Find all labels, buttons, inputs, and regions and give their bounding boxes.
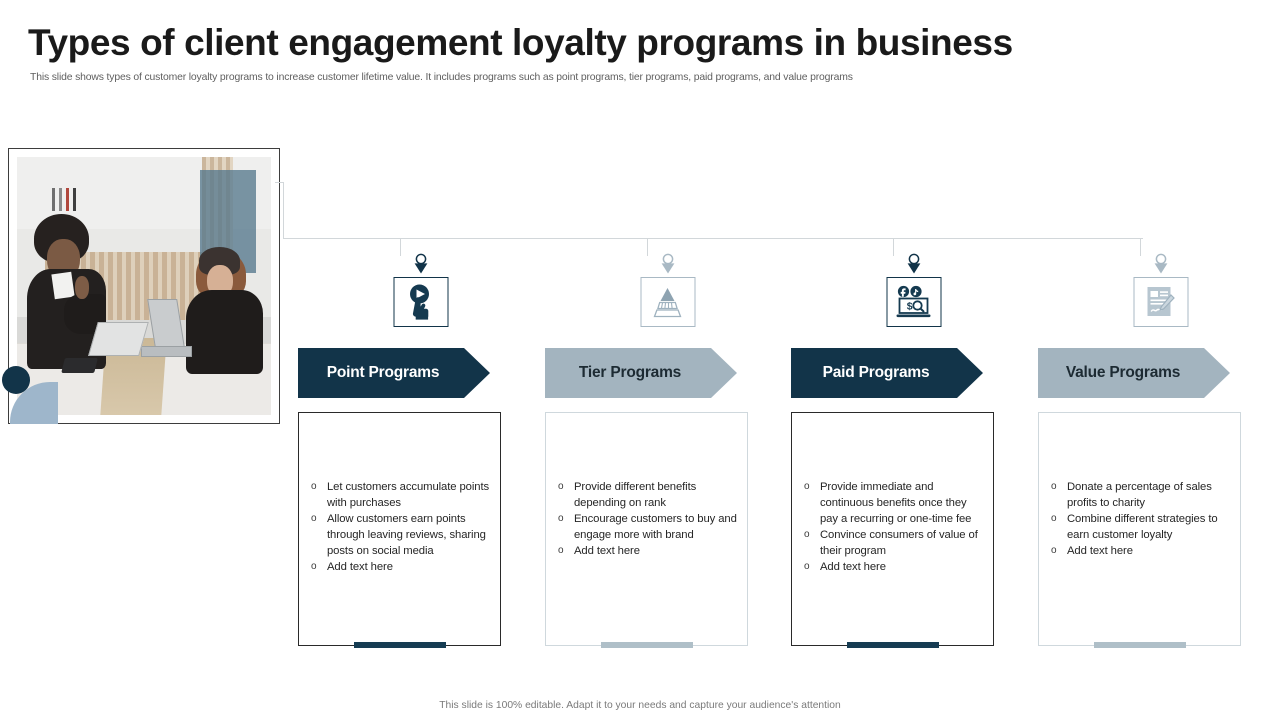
accent-bar <box>600 642 693 648</box>
bullet-list-paid-programs: Provide immediate and continuous benefit… <box>802 479 985 575</box>
list-item: Donate a percentage of sales profits to … <box>1049 479 1232 511</box>
connector-drop-4 <box>1140 238 1141 256</box>
list-item: Provide immediate and continuous benefit… <box>802 479 985 527</box>
list-item: Convince consumers of value of their pro… <box>802 527 985 559</box>
pyramid-tier-icon <box>653 288 682 318</box>
list-item: Add text here <box>309 559 492 575</box>
meeting-photo <box>17 157 271 415</box>
icon-box-paid-programs: $ <box>886 277 941 327</box>
connector-stub <box>275 182 284 183</box>
banner-label: Value Programs <box>1065 364 1181 381</box>
list-item: Combine different strategies to earn cus… <box>1049 511 1232 543</box>
pin-down-arrow-icon <box>661 253 674 274</box>
bullet-list-tier-programs: Provide different benefits depending on … <box>556 479 739 559</box>
connector-horizontal <box>283 238 1143 239</box>
list-item: Allow customers earn points through leav… <box>309 511 492 559</box>
photo-person-right <box>185 247 266 374</box>
pin-down-arrow-icon <box>1154 253 1167 274</box>
bullet-list-point-programs: Let customers accumulate points with pur… <box>309 479 492 575</box>
pin-down-arrow-icon <box>907 253 920 274</box>
page-title: Types of client engagement loyalty progr… <box>28 22 1013 63</box>
banner-label: Paid Programs <box>822 364 930 381</box>
accent-bar <box>353 642 446 648</box>
banner-shape <box>545 348 737 398</box>
banner-shape <box>1038 348 1230 398</box>
banner-value-programs[interactable]: Value Programs <box>1038 348 1230 398</box>
bullet-list-value-programs: Donate a percentage of sales profits to … <box>1049 479 1232 559</box>
list-item: Add text here <box>802 559 985 575</box>
accent-bar <box>846 642 939 648</box>
document-signature-icon <box>1147 287 1175 316</box>
photo-laptop <box>141 299 193 364</box>
photo-markers <box>50 187 96 212</box>
connector-drop-3 <box>893 238 894 256</box>
photo-tablet <box>88 322 149 356</box>
svg-text:$: $ <box>907 300 913 312</box>
column-point-programs: Point Programs Let customers accumulate … <box>298 0 543 720</box>
column-tier-programs: Tier Programs Provide different benefits… <box>545 0 790 720</box>
accent-bar <box>1093 642 1186 648</box>
banner-paid-programs[interactable]: Paid Programs <box>791 348 983 398</box>
photo-frame <box>8 148 280 424</box>
banner-shape <box>791 348 983 398</box>
list-item: Add text here <box>556 543 739 559</box>
page-subtitle: This slide shows types of customer loyal… <box>30 72 853 83</box>
column-paid-programs: $ Paid Programs Provide immediate and co… <box>791 0 1036 720</box>
photo-phone <box>60 358 98 374</box>
banner-label: Tier Programs <box>578 364 682 381</box>
banner-label: Point Programs <box>326 364 440 381</box>
icon-box-value-programs <box>1133 277 1188 327</box>
connector-vertical-left <box>283 182 284 239</box>
list-item: Add text here <box>1049 543 1232 559</box>
icon-box-tier-programs <box>640 277 695 327</box>
list-item: Let customers accumulate points with pur… <box>309 479 492 511</box>
banner-point-programs[interactable]: Point Programs <box>298 348 490 398</box>
textbox-value-programs: Donate a percentage of sales profits to … <box>1038 412 1241 648</box>
connector-drop-1 <box>400 238 401 256</box>
column-value-programs: Value Programs Donate a percentage of sa… <box>1038 0 1280 720</box>
list-item: Encourage customers to buy and engage mo… <box>556 511 739 543</box>
banner-tier-programs[interactable]: Tier Programs <box>545 348 737 398</box>
textbox-tier-programs: Provide different benefits depending on … <box>545 412 748 648</box>
icon-box-point-programs <box>393 277 448 327</box>
footer-note: This slide is 100% editable. Adapt it to… <box>439 700 841 711</box>
laptop-money-search-social-icon: $ <box>896 285 931 318</box>
banner-shape <box>298 348 490 398</box>
pin-down-arrow-icon <box>414 253 427 274</box>
textbox-point-programs: Let customers accumulate points with pur… <box>298 412 501 648</box>
play-button-click-hand-icon <box>410 284 429 320</box>
connector-drop-2 <box>647 238 648 256</box>
textbox-paid-programs: Provide immediate and continuous benefit… <box>791 412 994 648</box>
list-item: Provide different benefits depending on … <box>556 479 739 511</box>
